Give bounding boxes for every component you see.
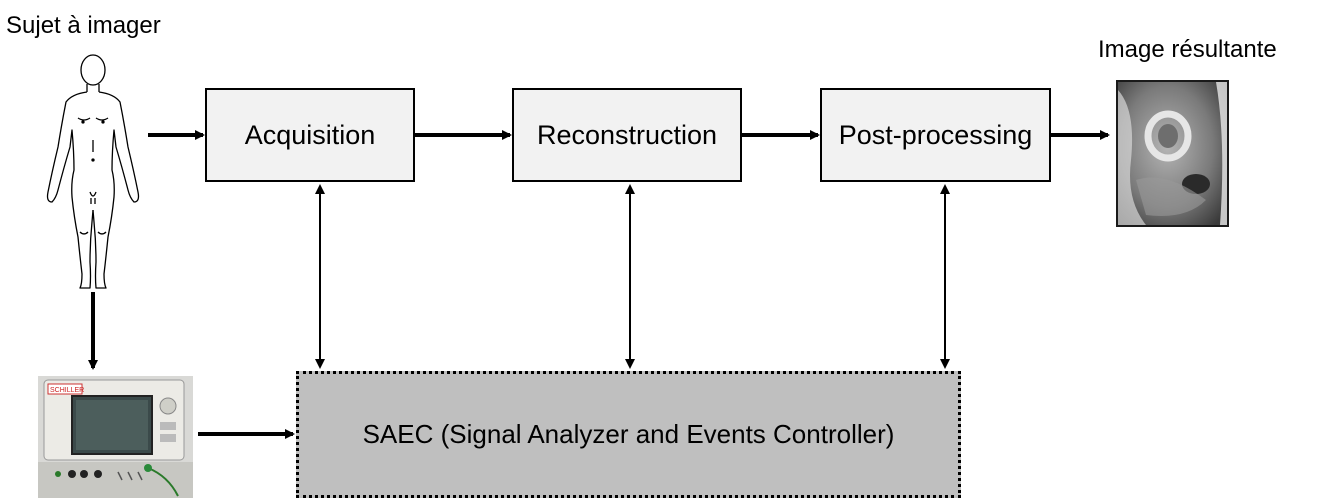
saec-box: SAEC (Signal Analyzer and Events Control… — [296, 371, 961, 498]
acquisition-label: Acquisition — [244, 119, 376, 150]
reconstruction-label: Reconstruction — [536, 119, 718, 150]
human-body-figure — [46, 54, 140, 289]
reconstruction-box: Reconstruction — [512, 88, 742, 182]
monitor-brand: SCHILLER — [50, 387, 84, 394]
acquisition-box: Acquisition — [205, 88, 415, 182]
saec-label: SAEC (Signal Analyzer and Events Control… — [362, 419, 895, 449]
postprocessing-box: Post-processing — [820, 88, 1051, 182]
mri-heart-image — [1116, 80, 1229, 227]
ecg-monitor-photo: SCHILLER — [38, 376, 193, 498]
postprocessing-label: Post-processing — [838, 119, 1033, 150]
subject-label: Sujet à imager — [6, 12, 161, 39]
result-label: Image résultante — [1098, 36, 1277, 63]
